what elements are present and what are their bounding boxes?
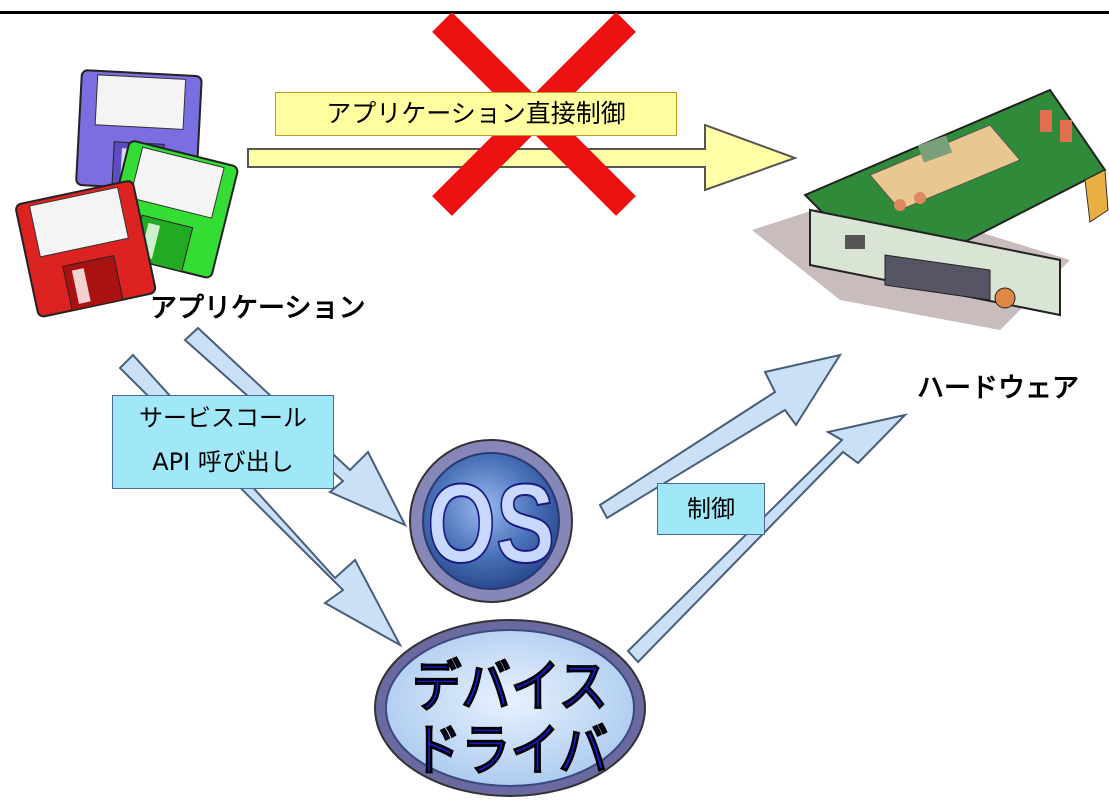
os-label: OS: [427, 461, 555, 586]
api-call-label: API 呼び出し: [152, 448, 294, 476]
direct-control-label: アプリケーション直接制御: [275, 92, 677, 136]
device-driver-label-line1: デバイス: [412, 655, 608, 720]
service-call-label: サービスコール: [139, 404, 307, 432]
service-call-box: サービスコール API 呼び出し: [112, 395, 334, 489]
direct-control-arrow: [247, 123, 798, 192]
hardware-label: ハードウェア: [917, 373, 1079, 404]
application-label: アプリケーション: [150, 293, 366, 324]
hardware-board-icon: [752, 88, 1109, 330]
device-driver-node: デバイス ドライバ: [374, 619, 646, 797]
control-label: 制御: [657, 483, 765, 535]
device-driver-label-line2: ドライバ: [412, 719, 608, 784]
floppy-disk-icon: [15, 69, 239, 318]
arrow-driver-to-hw: [626, 413, 909, 664]
top-rule: [0, 11, 1109, 14]
arrow-os-to-hw: [598, 353, 843, 520]
os-node: OS: [409, 439, 573, 603]
